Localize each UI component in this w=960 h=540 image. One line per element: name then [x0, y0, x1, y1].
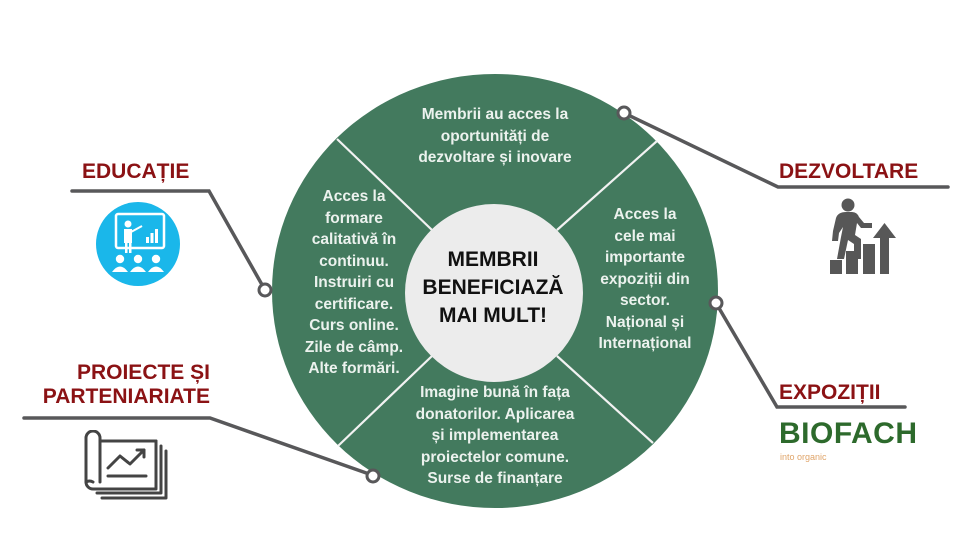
label-proiecte: PROIECTE ȘI PARTENIARIATE [42, 361, 210, 408]
connector-proiecte [22, 416, 374, 477]
endpoint-expozitii [708, 295, 724, 311]
label-expozitii: EXPOZIȚII [779, 381, 881, 404]
segment-left-text: Acces la formare calitativă în continuu.… [304, 188, 404, 377]
inner-circle [405, 204, 583, 382]
teacher-presentation-icon [96, 202, 180, 286]
connector-expozitii [714, 301, 907, 409]
biofach-tagline: into organic [780, 452, 827, 462]
endpoint-proiecte [365, 468, 381, 484]
endpoint-educatie [257, 282, 273, 298]
center-title: MEMBRII BENEFICIAZĂ MAI MULT! [422, 248, 564, 327]
document-chart-icon [84, 430, 168, 500]
segment-dividers [336, 138, 658, 447]
segment-top-text: Membrii au acces la oportunități de dezv… [418, 106, 572, 166]
connector-endpoints [257, 105, 724, 484]
connector-educatie [70, 189, 267, 292]
segment-bottom-text: Imagine bună în fața donatorilor. Aplica… [415, 384, 575, 487]
biofach-logo: BIOFACH [779, 417, 918, 450]
person-climbing-growth-icon [830, 198, 896, 274]
endpoint-dezvoltare [616, 105, 632, 121]
connector-dezvoltare [622, 111, 950, 189]
segment-right-text: Acces la cele mai importante expoziții d… [598, 206, 692, 352]
label-educatie: EDUCAȚIE [82, 160, 190, 183]
connectors [22, 111, 950, 477]
label-dezvoltare: DEZVOLTARE [779, 160, 919, 183]
